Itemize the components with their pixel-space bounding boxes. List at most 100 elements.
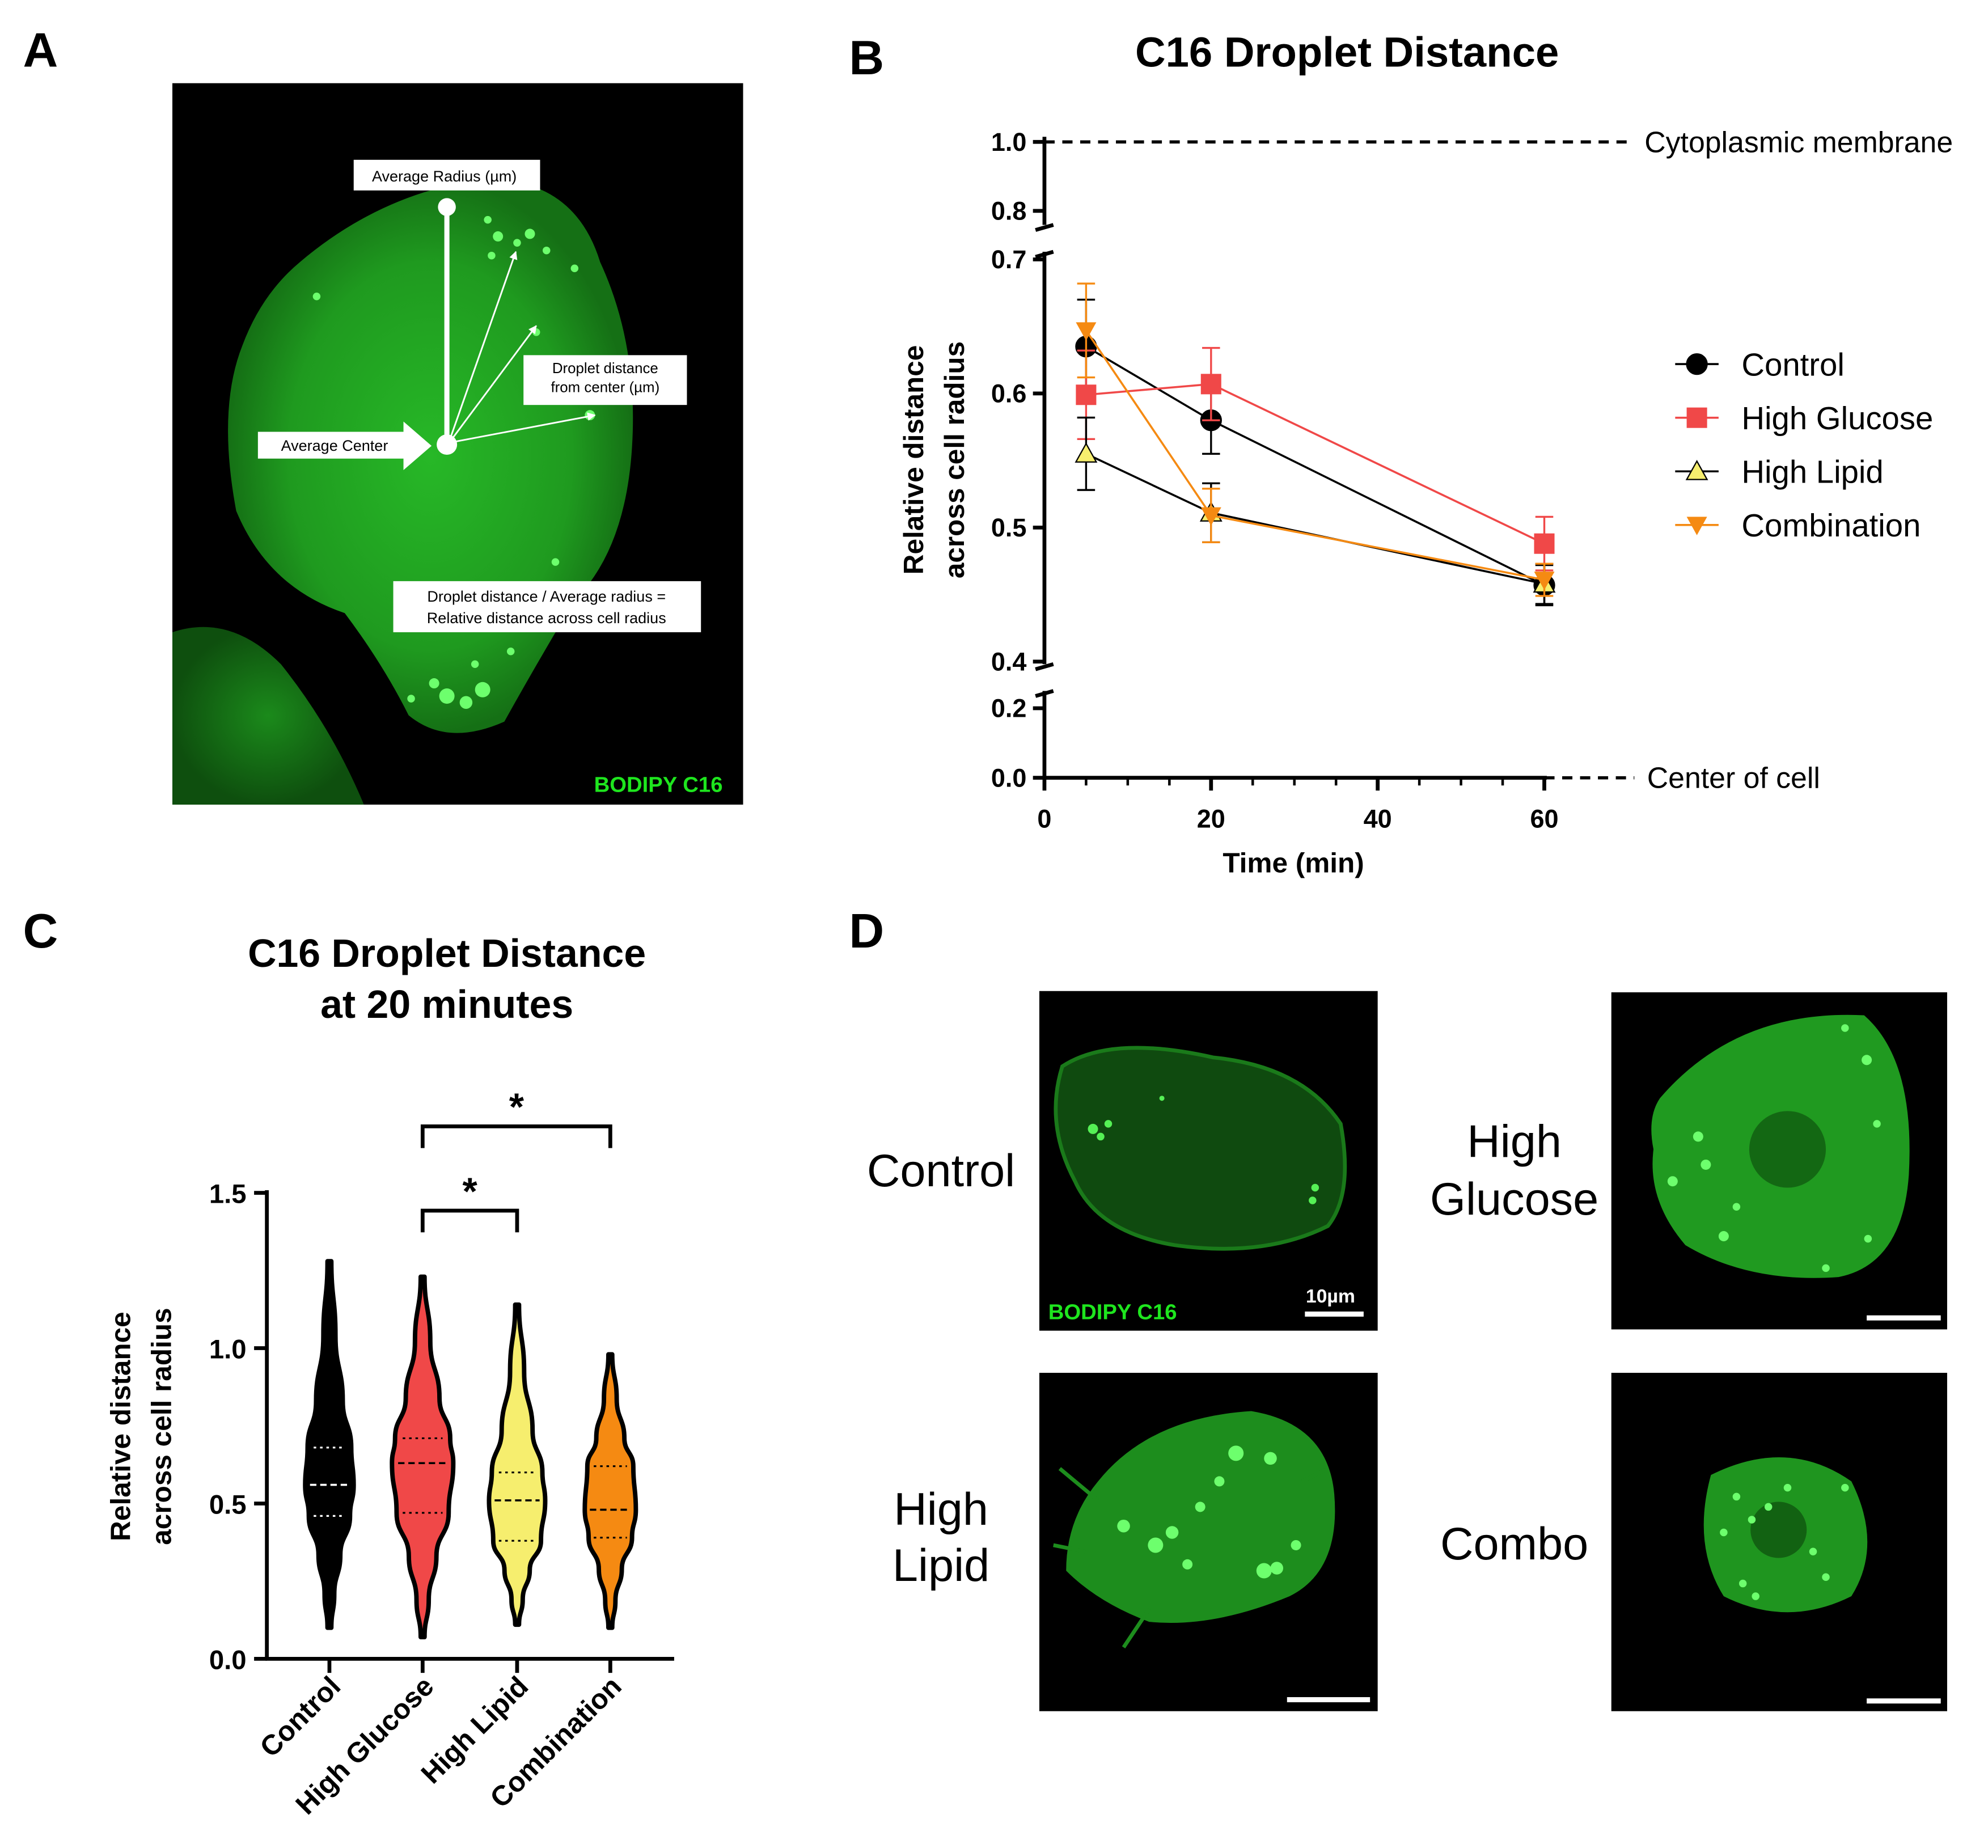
average-radius-box bbox=[353, 159, 540, 191]
significance-bracket: * bbox=[420, 1086, 612, 1148]
chart-c-violins bbox=[303, 1259, 638, 1639]
data-point bbox=[1534, 572, 1555, 590]
formula-label-2: Relative distance across cell radius bbox=[427, 610, 666, 627]
formula-label-1: Droplet distance / Average radius = bbox=[427, 588, 666, 605]
y-tick-label: 1.5 bbox=[209, 1179, 247, 1210]
x-tick-label: 20 bbox=[1197, 804, 1225, 833]
chart-c-title-2: at 20 minutes bbox=[320, 982, 573, 1026]
legend-label: High Lipid bbox=[1741, 454, 1883, 490]
x-tick-label: 40 bbox=[1364, 804, 1392, 833]
y-tick-label: 0.6 bbox=[991, 379, 1027, 408]
panel-letter-a: A bbox=[23, 23, 58, 77]
y-tick-label: 1.0 bbox=[209, 1335, 247, 1365]
legend-label: High Glucose bbox=[1741, 400, 1933, 436]
chart-b-xlabel: Time (min) bbox=[1223, 847, 1364, 878]
legend-marker bbox=[1685, 459, 1708, 480]
droplet-distance-box bbox=[523, 355, 687, 405]
scale-bar-high-glucose bbox=[1867, 1315, 1941, 1321]
violin-body bbox=[582, 1352, 638, 1630]
micrograph-control: BODIPY C16 10µm bbox=[1039, 991, 1378, 1331]
scale-bar-combo bbox=[1867, 1698, 1941, 1704]
panel-c: C C16 Droplet Distance at 20 minutes Rel… bbox=[23, 904, 674, 1821]
series-control bbox=[1075, 298, 1555, 607]
secondary-cell-outline bbox=[172, 627, 364, 805]
panel-letter-c: C bbox=[23, 904, 58, 958]
violin-body bbox=[390, 1274, 456, 1639]
distance-arrow-2 bbox=[450, 325, 537, 442]
series-line bbox=[1085, 453, 1545, 585]
axis-break-lower-2 bbox=[1035, 689, 1054, 698]
label-high-glucose-2: Glucose bbox=[1430, 1174, 1598, 1225]
micrograph-high-lipid bbox=[1039, 1372, 1378, 1711]
significance-star: * bbox=[509, 1086, 525, 1128]
label-combo: Combo bbox=[1440, 1519, 1588, 1570]
series-combination bbox=[1076, 282, 1555, 597]
chart-c-ylabel-2: across cell radius bbox=[146, 1308, 177, 1545]
x-tick-label: Control bbox=[254, 1671, 346, 1763]
membrane-reference-label: Cytoplasmic membrane bbox=[1644, 125, 1953, 158]
formula-box bbox=[393, 581, 701, 632]
bracket-line bbox=[420, 1124, 612, 1148]
y-tick-label: 0.5 bbox=[209, 1490, 247, 1520]
violin-control bbox=[303, 1259, 356, 1630]
y-tick-label: 0.5 bbox=[991, 513, 1027, 542]
axis-break-upper-2 bbox=[1035, 249, 1054, 259]
significance-star: * bbox=[463, 1170, 478, 1213]
micrograph-combo bbox=[1611, 1372, 1947, 1711]
y-tick-label: 0.2 bbox=[991, 694, 1027, 723]
chart-c-significance: ** bbox=[420, 1086, 612, 1233]
series-line bbox=[1085, 345, 1545, 586]
legend-marker bbox=[1686, 517, 1707, 535]
y-tick-label: 0.4 bbox=[991, 648, 1027, 676]
violin-body bbox=[303, 1259, 356, 1630]
radius-top-dot bbox=[438, 198, 456, 216]
legend-item: Combination bbox=[1675, 508, 1921, 543]
axis-break-upper-1 bbox=[1035, 223, 1054, 232]
stain-label-d: BODIPY C16 bbox=[1048, 1300, 1177, 1324]
axis-break-lower-1 bbox=[1035, 662, 1054, 671]
data-point bbox=[1200, 507, 1221, 526]
series-line bbox=[1085, 329, 1545, 581]
scale-bar-control bbox=[1305, 1311, 1364, 1317]
chart-c-ylabel-1: Relative distance bbox=[105, 1312, 137, 1541]
legend-label: Combination bbox=[1741, 508, 1921, 543]
panel-letter-d: D bbox=[849, 904, 884, 958]
data-point bbox=[1075, 442, 1098, 463]
legend-label: Control bbox=[1741, 346, 1844, 382]
violin-body bbox=[487, 1302, 548, 1627]
x-tick-label: 0 bbox=[1037, 804, 1051, 833]
scale-bar-high-lipid bbox=[1287, 1697, 1371, 1702]
average-center-label: Average Center bbox=[281, 437, 388, 454]
micrograph-high-glucose bbox=[1611, 992, 1947, 1330]
chart-b-ylabel-2: across cell radius bbox=[939, 341, 970, 578]
violin-combination bbox=[582, 1352, 638, 1630]
x-tick-label: 60 bbox=[1530, 804, 1558, 833]
panel-d: D Control High Glucose High Lipid Combo … bbox=[849, 904, 1947, 1711]
label-control: Control bbox=[867, 1145, 1015, 1196]
panel-b: B C16 Droplet Distance 0.00.20.40.50.60.… bbox=[849, 28, 1953, 878]
label-high-lipid-1: High bbox=[894, 1484, 988, 1535]
label-high-glucose-1: High bbox=[1467, 1116, 1562, 1167]
droplet-distance-label-1: Droplet distance bbox=[552, 361, 658, 377]
distance-arrow-1 bbox=[449, 251, 518, 441]
violin-high-glucose bbox=[390, 1274, 456, 1639]
label-high-lipid-2: Lipid bbox=[893, 1540, 989, 1591]
chart-b-plot bbox=[1075, 282, 1556, 607]
data-point bbox=[1200, 374, 1221, 395]
chart-b-ylabel-1: Relative distance bbox=[898, 345, 929, 575]
stain-label-a: BODIPY C16 bbox=[594, 772, 723, 797]
series-line bbox=[1086, 383, 1545, 545]
legend-item: High Glucose bbox=[1675, 400, 1933, 436]
scale-bar-label: 10µm bbox=[1306, 1285, 1355, 1307]
y-tick-label: 0.7 bbox=[991, 245, 1027, 274]
legend-item: High Lipid bbox=[1675, 454, 1884, 490]
center-reference-label: Center of cell bbox=[1647, 762, 1820, 794]
bracket-line bbox=[420, 1208, 519, 1233]
center-pointer-arrow bbox=[257, 421, 432, 470]
violin-high-lipid bbox=[487, 1302, 548, 1627]
significance-bracket: * bbox=[420, 1170, 519, 1233]
distance-arrow-3 bbox=[453, 412, 596, 443]
